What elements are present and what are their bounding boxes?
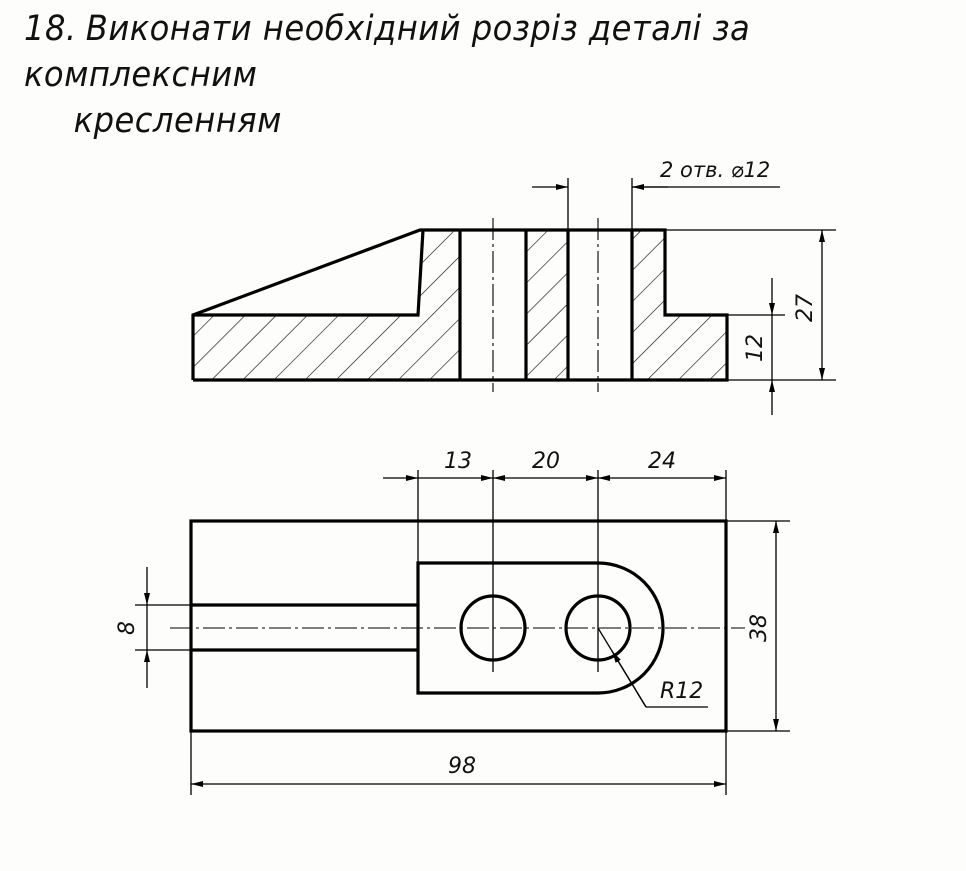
holes-diameter-dimension: 2 отв. ⌀12 [532, 158, 780, 230]
boss-outline [416, 561, 665, 695]
section-hatching [193, 230, 727, 380]
width-38-dimension: 38 [726, 520, 790, 732]
task-title-line1: Виконати необхідний розріз деталі за ком… [24, 9, 751, 95]
dim-20-label: 20 [532, 449, 560, 474]
dim-r12-label: R12 [660, 679, 703, 704]
dim-98-label: 98 [448, 754, 476, 779]
dim-13-label: 13 [444, 449, 472, 474]
top-view: 13 20 24 8 38 [115, 449, 790, 795]
dim-8-label: 8 [115, 621, 140, 635]
task-title: 18.Виконати необхідний розріз деталі за … [24, 6, 870, 144]
dim-24-label: 24 [648, 449, 676, 474]
length-98-dimension: 98 [190, 731, 727, 795]
task-title-line2: кресленням [73, 101, 282, 141]
height-27-dimension: 27 [665, 229, 836, 381]
radius-dimension: R12 [597, 627, 708, 708]
height-12-dimension: 12 [727, 278, 785, 415]
dim-12-label: 12 [743, 334, 768, 362]
front-view: 2 отв. ⌀12 27 12 [191, 158, 836, 415]
front-view-outline [191, 228, 729, 382]
slot-width-dimension: 8 [115, 567, 191, 688]
top-view-outline [189, 519, 728, 733]
dim-38-label: 38 [747, 614, 772, 642]
chain-dimensions: 13 20 24 [383, 449, 727, 563]
task-number: 18. [24, 9, 77, 49]
dim-27-label: 27 [793, 294, 818, 322]
holes-note: 2 отв. ⌀12 [660, 158, 770, 182]
